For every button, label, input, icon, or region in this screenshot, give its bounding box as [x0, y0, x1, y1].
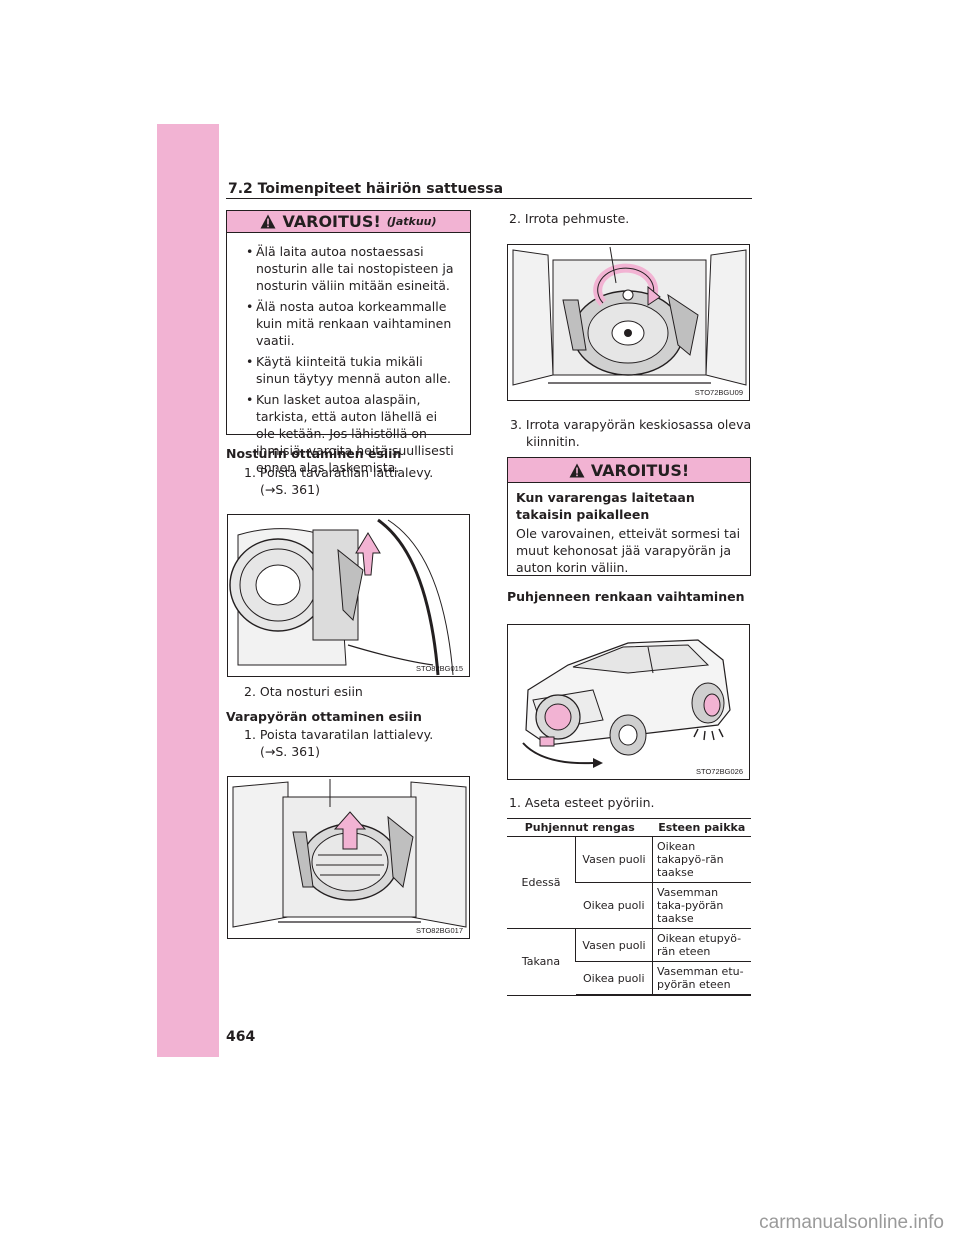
warning-title: VAROITUS! [590, 460, 690, 480]
table-cell-side: Oikea puoli [575, 882, 653, 929]
chock-position-table: Puhjennut rengas Esteen paikka Edessä Va… [507, 818, 751, 996]
spare-step-1-ref: (→S. 361) [260, 744, 320, 759]
table-group-label: Edessä [507, 836, 576, 929]
jack-step-1-ref: (→S. 361) [260, 482, 320, 497]
figure-code: STO72BG026 [696, 767, 743, 776]
pink-sidebar-band [157, 124, 219, 1057]
heading-flat-tire: Puhjenneen renkaan vaihtaminen [507, 589, 745, 604]
table-row: Takana Vasen puoli Oikean etupyö-rän ete… [507, 928, 751, 996]
heading-jack: Nosturin ottaminen esiin [226, 446, 402, 461]
figure-code: STO82BG015 [416, 664, 463, 673]
warning-continued-label: (Jatkuu) [386, 215, 437, 228]
table-header-flat-tire: Puhjennut rengas [507, 818, 653, 837]
warning-box-continued: VAROITUS! (Jatkuu) Älä laita autoa nosta… [226, 210, 471, 475]
table-cell-place: Oikean etupyö-rän eteen [652, 928, 751, 962]
table-cell-side: Oikea puoli [575, 961, 653, 996]
section-header: 7.2 Toimenpiteet häiriön sattuessa [228, 181, 504, 197]
table-header-chock-place: Esteen paikka [652, 818, 751, 837]
figure-spare-wheel-cover: STO82BG017 [227, 776, 470, 939]
warning-triangle-icon [260, 214, 276, 229]
step-3-remove-fastener: 3. Irrota varapyörän keskiosassa oleva k… [510, 417, 752, 449]
warning-header: VAROITUS! [508, 458, 750, 483]
table-cell-place: Vasemman taka-pyörän taakse [652, 882, 751, 929]
heading-spare: Varapyörän ottaminen esiin [226, 709, 422, 724]
figure-code: STO82BG017 [416, 926, 463, 935]
page-number: 464 [226, 1029, 256, 1045]
step-2-remove-cushion: 2. Irrota pehmuste. [509, 211, 630, 226]
warning-triangle-icon [569, 463, 585, 477]
warning-bullet: Käytä kiinteitä tukia mikäli sinun täyty… [241, 353, 458, 387]
warning-bullet: Älä laita autoa nostaessasi nosturin all… [241, 243, 458, 294]
figure-jack-removal: STO82BG015 [227, 514, 470, 677]
figure-code: STO72BGU09 [694, 388, 743, 397]
jack-step-2: 2. Ota nosturi esiin [244, 684, 363, 699]
table-cell-place: Vasemman etu-pyörän eteen [652, 961, 751, 996]
warning-box-spare: VAROITUS! Kun vararengas laitetaan takai… [507, 457, 751, 576]
warning-body: Ole varovainen, etteivät sormesi tai muu… [516, 526, 741, 575]
table-row: Oikea puoli Vasemman taka-pyörän taakse [507, 882, 751, 929]
figure-cushion-removal: STO72BGU09 [507, 244, 750, 401]
table-cell-side: Vasen puoli [575, 928, 653, 962]
warning-header: VAROITUS! (Jatkuu) [227, 211, 470, 233]
jack-step-1: 1. Poista tavaratilan lattialevy. [244, 465, 434, 480]
figure-wheel-chocks: STO72BG026 [507, 624, 750, 780]
table-cell-place: Oikean takapyö-rän taakse [652, 836, 751, 883]
warning-bullet: Kun lasket autoa alaspäin, tarkista, ett… [241, 391, 458, 476]
table-group-label: Takana [507, 928, 576, 996]
warning-subtitle: Kun vararengas laitetaan takaisin paikal… [516, 490, 695, 522]
table-row: Oikea puoli Vasemman etu-pyörän eteen [507, 961, 751, 996]
watermark: carmanualsonline.info [759, 1212, 944, 1233]
warning-bullet: Älä nosta autoa korkeammalle kuin mitä r… [241, 298, 458, 349]
table-cell-side: Vasen puoli [575, 836, 653, 883]
header-divider [226, 198, 752, 199]
flat-step-1: 1. Aseta esteet pyöriin. [509, 795, 655, 810]
warning-title: VAROITUS! [282, 212, 381, 231]
warning-bullet-list: Älä laita autoa nostaessasi nosturin all… [227, 233, 470, 488]
table-row: Edessä Vasen puoli Oikean takapyö-rän ta… [507, 836, 751, 929]
spare-step-1: 1. Poista tavaratilan lattialevy. [244, 727, 434, 742]
